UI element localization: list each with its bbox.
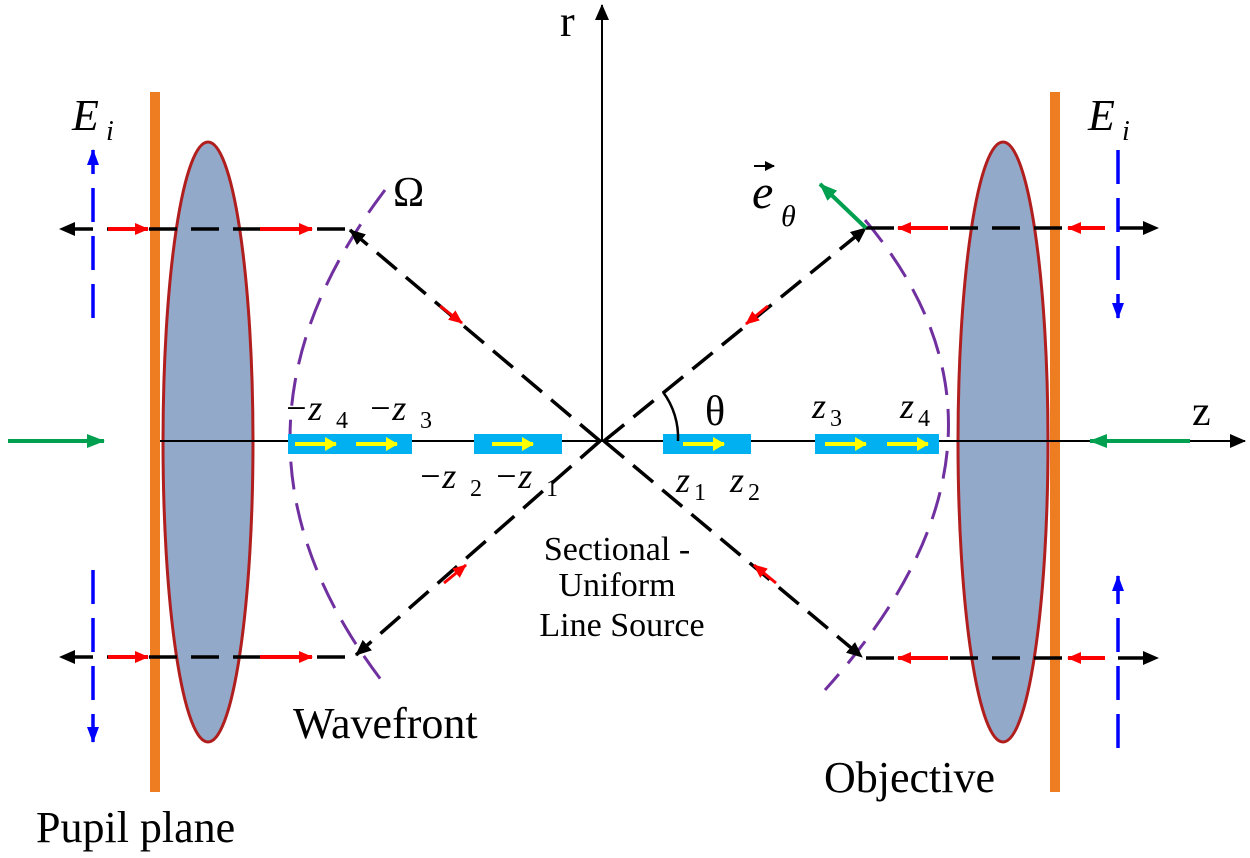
r-axis-label: r: [560, 0, 575, 46]
ray-lower-right: [602, 439, 864, 659]
svg-text:−z: −z: [494, 456, 532, 496]
svg-text:−z: −z: [368, 388, 406, 428]
ray-lower-left: [354, 439, 602, 657]
objective-label: Objective: [824, 753, 995, 802]
omega-label: Ω: [393, 170, 424, 216]
svg-text:z: z: [729, 460, 744, 500]
svg-text:E: E: [71, 91, 99, 140]
z-axis-label: z: [1192, 389, 1211, 435]
ray-direction-arrow: [439, 304, 463, 325]
segment-z3-z4: [815, 434, 939, 454]
horizontal-rays-right: [866, 221, 1159, 665]
field-vectors: [87, 149, 1124, 748]
theta-label: θ: [705, 389, 725, 435]
svg-text:2: 2: [470, 476, 482, 502]
svg-text:2: 2: [748, 480, 760, 506]
svg-text:e: e: [752, 166, 773, 219]
svg-text:θ: θ: [781, 200, 796, 233]
source-caption-line2: Uniform: [558, 567, 675, 604]
ray-direction-arrow: [443, 563, 467, 585]
ray-upper-right: [602, 226, 868, 443]
e-theta-label: e θ: [752, 166, 796, 233]
e-theta-vector: [818, 182, 868, 230]
svg-text:1: 1: [694, 480, 706, 506]
e-i-label-left: E i: [71, 91, 114, 147]
svg-text:−z: −z: [418, 456, 456, 496]
horizontal-rays-left: [59, 222, 345, 664]
theta-angle-arc: [661, 391, 680, 442]
wavefront-arc-right: [823, 219, 950, 692]
ray-upper-left: [348, 228, 602, 443]
label-neg-z1: −z 1: [494, 456, 558, 502]
source-caption-line1: Sectional -: [544, 531, 690, 568]
svg-text:z: z: [675, 460, 690, 500]
diagonal-rays: [348, 226, 868, 659]
label-neg-z2: −z 2: [418, 456, 482, 502]
svg-text:4: 4: [918, 406, 930, 432]
source-caption-line3: Line Source: [539, 607, 704, 644]
pupil-plane-label: Pupil plane: [36, 803, 235, 852]
label-z3: z 3: [811, 386, 842, 432]
ray-direction-arrow: [745, 304, 769, 326]
e-i-label-right: E i: [1087, 91, 1130, 147]
segment-neg-z4-neg-z3: [288, 434, 412, 454]
svg-text:4: 4: [336, 408, 348, 434]
label-neg-z4: −z 4: [284, 388, 348, 434]
svg-text:3: 3: [830, 406, 842, 432]
label-neg-z3: −z 3: [368, 388, 432, 434]
svg-text:1: 1: [546, 476, 558, 502]
svg-text:i: i: [106, 116, 114, 147]
line-source-segments: [288, 434, 939, 454]
label-z2: z 2: [729, 460, 760, 506]
svg-text:3: 3: [420, 408, 432, 434]
svg-text:z: z: [899, 386, 914, 426]
ray-direction-arrow: [753, 563, 777, 585]
svg-text:−z: −z: [284, 388, 322, 428]
label-z4: z 4: [899, 386, 930, 432]
wavefront-label: Wavefront: [293, 699, 478, 748]
svg-text:E: E: [1087, 91, 1115, 140]
svg-text:i: i: [1122, 116, 1130, 147]
label-z1: z 1: [675, 460, 706, 506]
pupil-plane-left: [150, 92, 160, 792]
svg-text:z: z: [811, 386, 826, 426]
